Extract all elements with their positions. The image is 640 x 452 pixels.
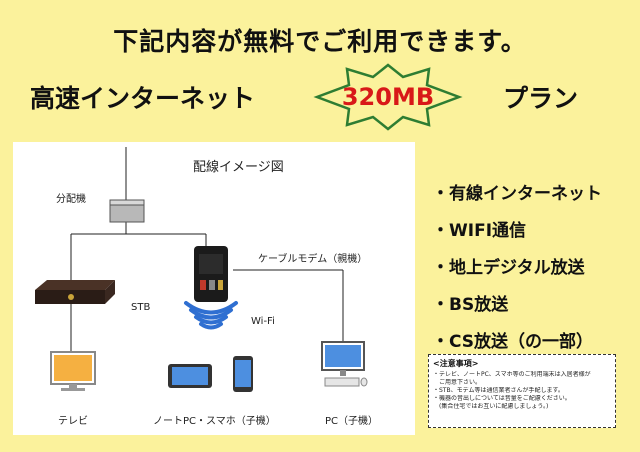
modem-label: ケーブルモデム（親機）	[258, 254, 368, 265]
notes-line: ご用意下さい。	[433, 379, 482, 386]
notes-title: <注意事項>	[433, 359, 479, 368]
headline: 下記内容が無料でご利用できます。	[113, 27, 527, 56]
notes-line: ・機器の音出しについては音量をご配慮ください。	[433, 395, 571, 402]
feature-item: ・BS放送	[432, 295, 509, 315]
tv-label: テレビ	[58, 416, 88, 427]
tv-icon	[50, 351, 96, 391]
speed-badge: 320MB	[341, 83, 435, 111]
wifi-label: Wi-Fi	[251, 316, 275, 327]
splitter-label: 分配機	[56, 194, 86, 205]
wiring-diagram: 配線イメージ図 分配機 ケーブルモデム（親機） STB Wi-Fi テレビ ノー…	[13, 142, 415, 435]
feature-item: ・有線インターネット	[432, 184, 602, 204]
mobile-label: ノートPC・スマホ（子機）	[153, 416, 276, 427]
pc-label: PC（子機）	[325, 416, 379, 427]
feature-list: ・有線インターネット ・WIFI通信 ・地上デジタル放送 ・BS放送 ・CS放送…	[432, 176, 602, 361]
plan-suffix: プラン	[503, 84, 579, 113]
feature-item: ・地上デジタル放送	[432, 258, 585, 278]
wifi-icon	[184, 301, 238, 330]
feature-item: ・CS放送（の一部）	[432, 332, 594, 352]
tablet-icon	[168, 364, 212, 388]
notes-line: (集合住宅ではお互いに配慮しましょう。)	[433, 403, 549, 410]
plan-title: 高速インターネット	[30, 84, 256, 113]
notes-line: ・テレビ、ノートPC、スマホ等のご利用端末は入居者様が	[433, 371, 591, 378]
star-badge-icon	[313, 63, 463, 131]
diagram-title: 配線イメージ図	[193, 160, 284, 175]
stb-icon	[35, 280, 115, 304]
splitter-icon	[109, 199, 145, 223]
desktop-pc-icon	[321, 341, 368, 387]
feature-item: ・WIFI通信	[432, 221, 527, 241]
smartphone-icon	[233, 356, 253, 392]
wiring-lines	[35, 147, 368, 392]
notes-line: ・STB、モデム等は通信業者さんが手配します。	[433, 387, 564, 394]
notes-box: <注意事項> ・テレビ、ノートPC、スマホ等のご利用端末は入居者様が ご用意下さ…	[428, 354, 616, 428]
stb-label: STB	[131, 302, 151, 313]
modem-icon	[194, 246, 228, 302]
